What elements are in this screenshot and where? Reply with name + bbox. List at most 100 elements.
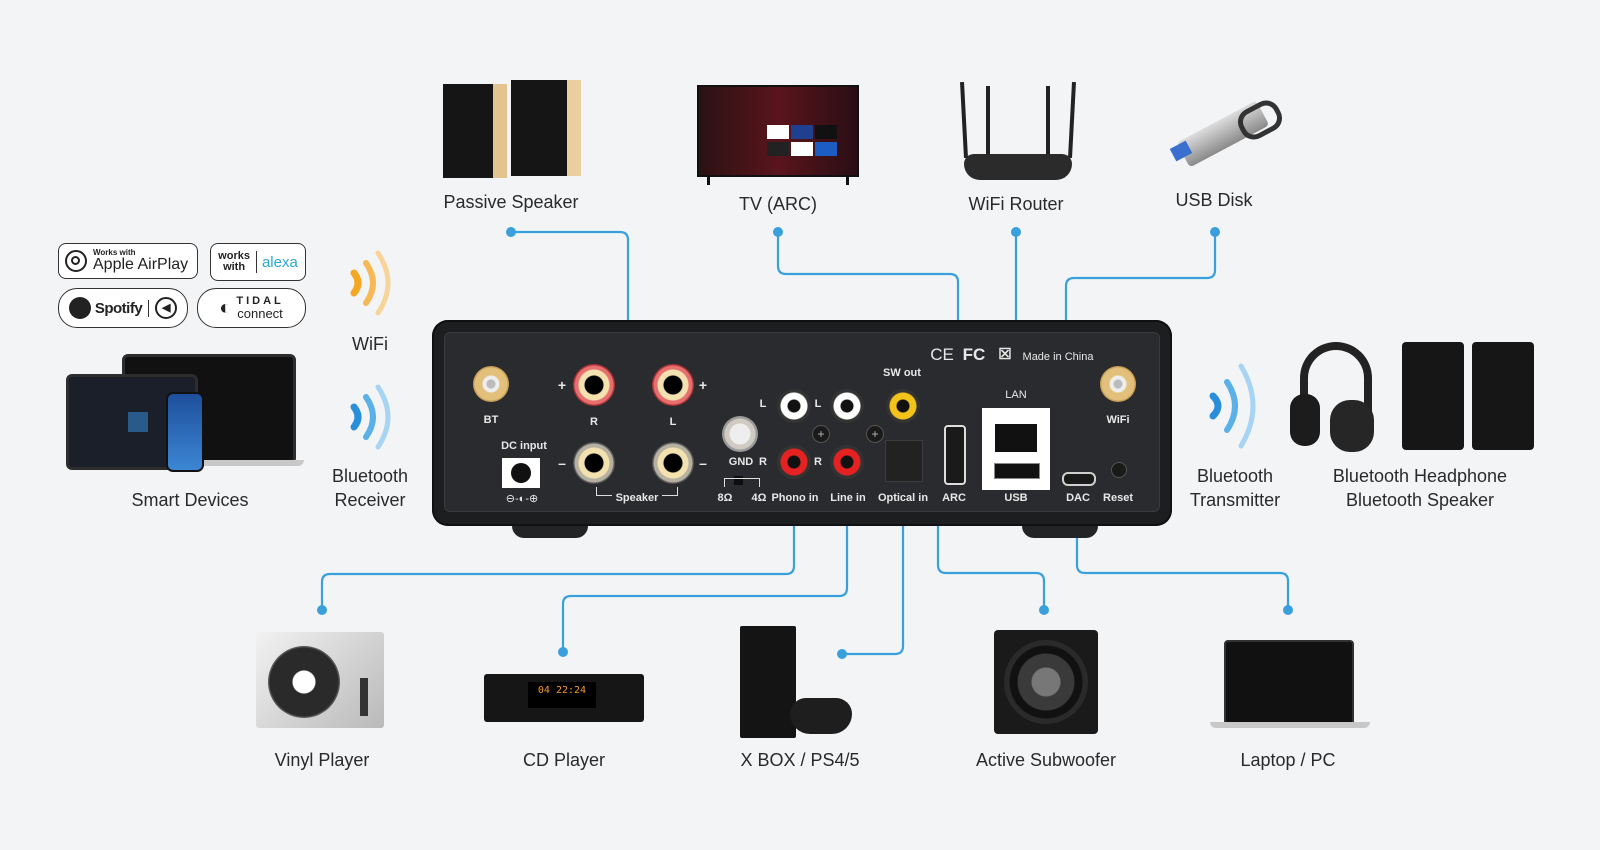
sw-out-jack[interactable]: [886, 389, 920, 423]
dc-polarity-symbol: ⊖-◐-⊕: [505, 493, 539, 505]
speaker-l-label: L: [669, 416, 677, 428]
speaker-r-minus-sign: –: [558, 455, 566, 471]
subwoofer-image: [994, 630, 1098, 734]
game-console-image: [740, 626, 860, 742]
speaker-l-plus-terminal[interactable]: [652, 364, 694, 406]
dac-usbc-port[interactable]: [1062, 472, 1096, 486]
dc-input-label: DC input: [501, 440, 547, 452]
speaker-l-minus-sign: –: [699, 455, 707, 471]
cd-player-image: 04 22:24: [484, 674, 644, 722]
spotify-text: Spotify: [95, 299, 150, 317]
spotify-badge: Spotify ◀: [58, 288, 188, 328]
impedance-switch[interactable]: [734, 476, 743, 485]
airplay-badge: Works with Apple AirPlay: [58, 243, 198, 279]
bt-antenna-port[interactable]: [473, 366, 509, 402]
vinyl-player-image: [256, 632, 384, 728]
wifi-router-image: [958, 81, 1078, 182]
tv-label: TV (ARC): [739, 194, 817, 214]
bt-receiver-label-2: Receiver: [334, 490, 406, 510]
bt-receiver-label-1: Bluetooth: [331, 466, 409, 486]
bluetooth-transmitter-waves-icon: [1209, 363, 1256, 449]
wire-dot: [1210, 227, 1220, 237]
wifi-waves-icon: [350, 250, 391, 316]
lan-label: LAN: [1005, 389, 1027, 401]
tidal-text: TIDAL: [236, 295, 284, 307]
tidal-icon: ◐: [219, 296, 232, 319]
usb-label: USB: [1004, 492, 1028, 504]
usb-disk-image: [1168, 95, 1287, 168]
line-in-label: Line in: [830, 492, 866, 504]
tidal-badge: ◐ TIDAL connect: [197, 288, 306, 328]
bluetooth-receiver-waves-icon: [350, 384, 391, 450]
optical-in-label: Optical in: [877, 492, 929, 504]
dc-input-port[interactable]: [502, 458, 540, 488]
bt-headphone-label-1: Bluetooth Headphone: [1332, 466, 1508, 486]
wire-dot: [1011, 227, 1021, 237]
passive-speaker-label: Passive Speaker: [443, 192, 579, 212]
tidal-connect-text: connect: [237, 306, 283, 321]
phono-in-r-jack[interactable]: [777, 445, 811, 479]
usb-disk-label: USB Disk: [1175, 190, 1253, 210]
gnd-terminal[interactable]: [722, 416, 758, 452]
alexa-works-with: works with: [218, 251, 257, 273]
alexa-badge: works with alexa: [210, 243, 306, 281]
phono-r-label: R: [759, 456, 767, 468]
passive-speaker-image: [443, 80, 583, 180]
speaker-r-plus-terminal[interactable]: [573, 364, 615, 406]
gnd-label: GND: [728, 456, 754, 468]
cert-ce-mark: CE: [930, 345, 954, 364]
airplay-icon: [65, 250, 87, 272]
speaker-l-minus-terminal[interactable]: [652, 442, 694, 484]
wifi-port-label: WiFi: [1106, 414, 1130, 426]
line-l-label: L: [814, 398, 822, 410]
speaker-icon: ◀: [155, 297, 178, 319]
vinyl-player-label: Vinyl Player: [274, 750, 370, 770]
bluetooth-speaker-image: [1402, 342, 1536, 450]
impedance-bracket: [724, 478, 760, 487]
speaker-label: Speaker: [612, 492, 662, 504]
weee-icon: ☒: [998, 346, 1012, 363]
speaker-r-label: R: [590, 416, 598, 428]
phono-in-label: Phono in: [771, 492, 819, 504]
phono-l-label: L: [759, 398, 767, 410]
cd-player-label: CD Player: [522, 750, 606, 770]
optical-in-port[interactable]: [885, 440, 923, 482]
subwoofer-label: Active Subwoofer: [975, 750, 1117, 770]
speaker-r-plus-sign: +: [557, 377, 567, 393]
made-in-label: Made in China: [1022, 351, 1094, 363]
line-in-r-jack[interactable]: [830, 445, 864, 479]
airplay-big-text: Apple AirPlay: [93, 256, 189, 273]
bluetooth-headphone-image: [1290, 342, 1382, 452]
alexa-text: alexa: [261, 253, 298, 271]
impedance-4ohm-label: 4Ω: [751, 492, 767, 504]
wifi-antenna-port[interactable]: [1100, 366, 1136, 402]
usb-port[interactable]: [994, 463, 1040, 479]
reset-label: Reset: [1103, 492, 1133, 504]
bt-transmitter-label-2: Transmitter: [1189, 490, 1281, 510]
hdmi-arc-port[interactable]: [944, 425, 966, 485]
bt-port-label: BT: [483, 414, 499, 426]
wire-dot: [317, 605, 327, 615]
game-console-label: X BOX / PS4/5: [740, 750, 860, 770]
laptop-image: [1210, 640, 1370, 732]
lan-port[interactable]: [995, 424, 1037, 452]
wifi-router-label: WiFi Router: [968, 194, 1064, 214]
cert-fc-mark: FC: [962, 345, 986, 364]
sw-out-label: SW out: [883, 367, 921, 379]
smart-devices-label: Smart Devices: [131, 490, 249, 510]
cd-display: 04 22:24: [528, 682, 596, 708]
line-in-l-jack[interactable]: [830, 389, 864, 423]
wifi-label: WiFi: [352, 334, 388, 354]
speaker-r-minus-terminal[interactable]: [573, 442, 615, 484]
wire-dot: [1039, 605, 1049, 615]
spotify-icon: [68, 297, 91, 319]
impedance-8ohm-label: 8Ω: [717, 492, 733, 504]
speaker-l-plus-sign: +: [698, 377, 708, 393]
smart-devices-image: [66, 352, 306, 476]
reset-button[interactable]: [1111, 462, 1127, 478]
bt-headphone-label-2: Bluetooth Speaker: [1345, 490, 1495, 510]
phono-in-l-jack[interactable]: [777, 389, 811, 423]
line-r-label: R: [814, 456, 822, 468]
wire-dot: [773, 227, 783, 237]
tv-image: [697, 85, 859, 185]
